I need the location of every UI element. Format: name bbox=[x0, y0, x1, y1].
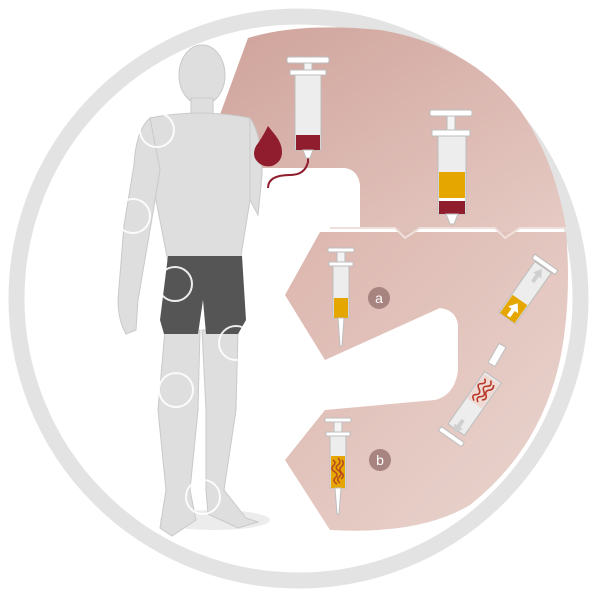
plunger-rod bbox=[337, 252, 345, 262]
barrel-flange bbox=[329, 262, 353, 266]
plunger-cap bbox=[328, 248, 354, 252]
barrel-flange bbox=[432, 130, 470, 136]
barrel-flange bbox=[326, 432, 350, 436]
plunger-rod bbox=[334, 422, 342, 432]
plunger-cap bbox=[325, 418, 351, 422]
head bbox=[179, 45, 225, 105]
marker-a: a bbox=[368, 287, 390, 309]
blood-fill bbox=[296, 135, 320, 150]
plunger-cap bbox=[430, 110, 472, 116]
plunger-cap bbox=[287, 57, 329, 63]
marker-b-label: b bbox=[376, 452, 384, 468]
barrel-flange bbox=[290, 70, 326, 75]
plasma-layer bbox=[439, 172, 465, 199]
prp-fill bbox=[334, 298, 348, 318]
torso bbox=[148, 113, 254, 262]
buffy-coat bbox=[439, 198, 465, 201]
marker-b: b bbox=[369, 449, 391, 471]
marker-a-label: a bbox=[375, 290, 383, 306]
red-cell-layer bbox=[439, 201, 465, 214]
